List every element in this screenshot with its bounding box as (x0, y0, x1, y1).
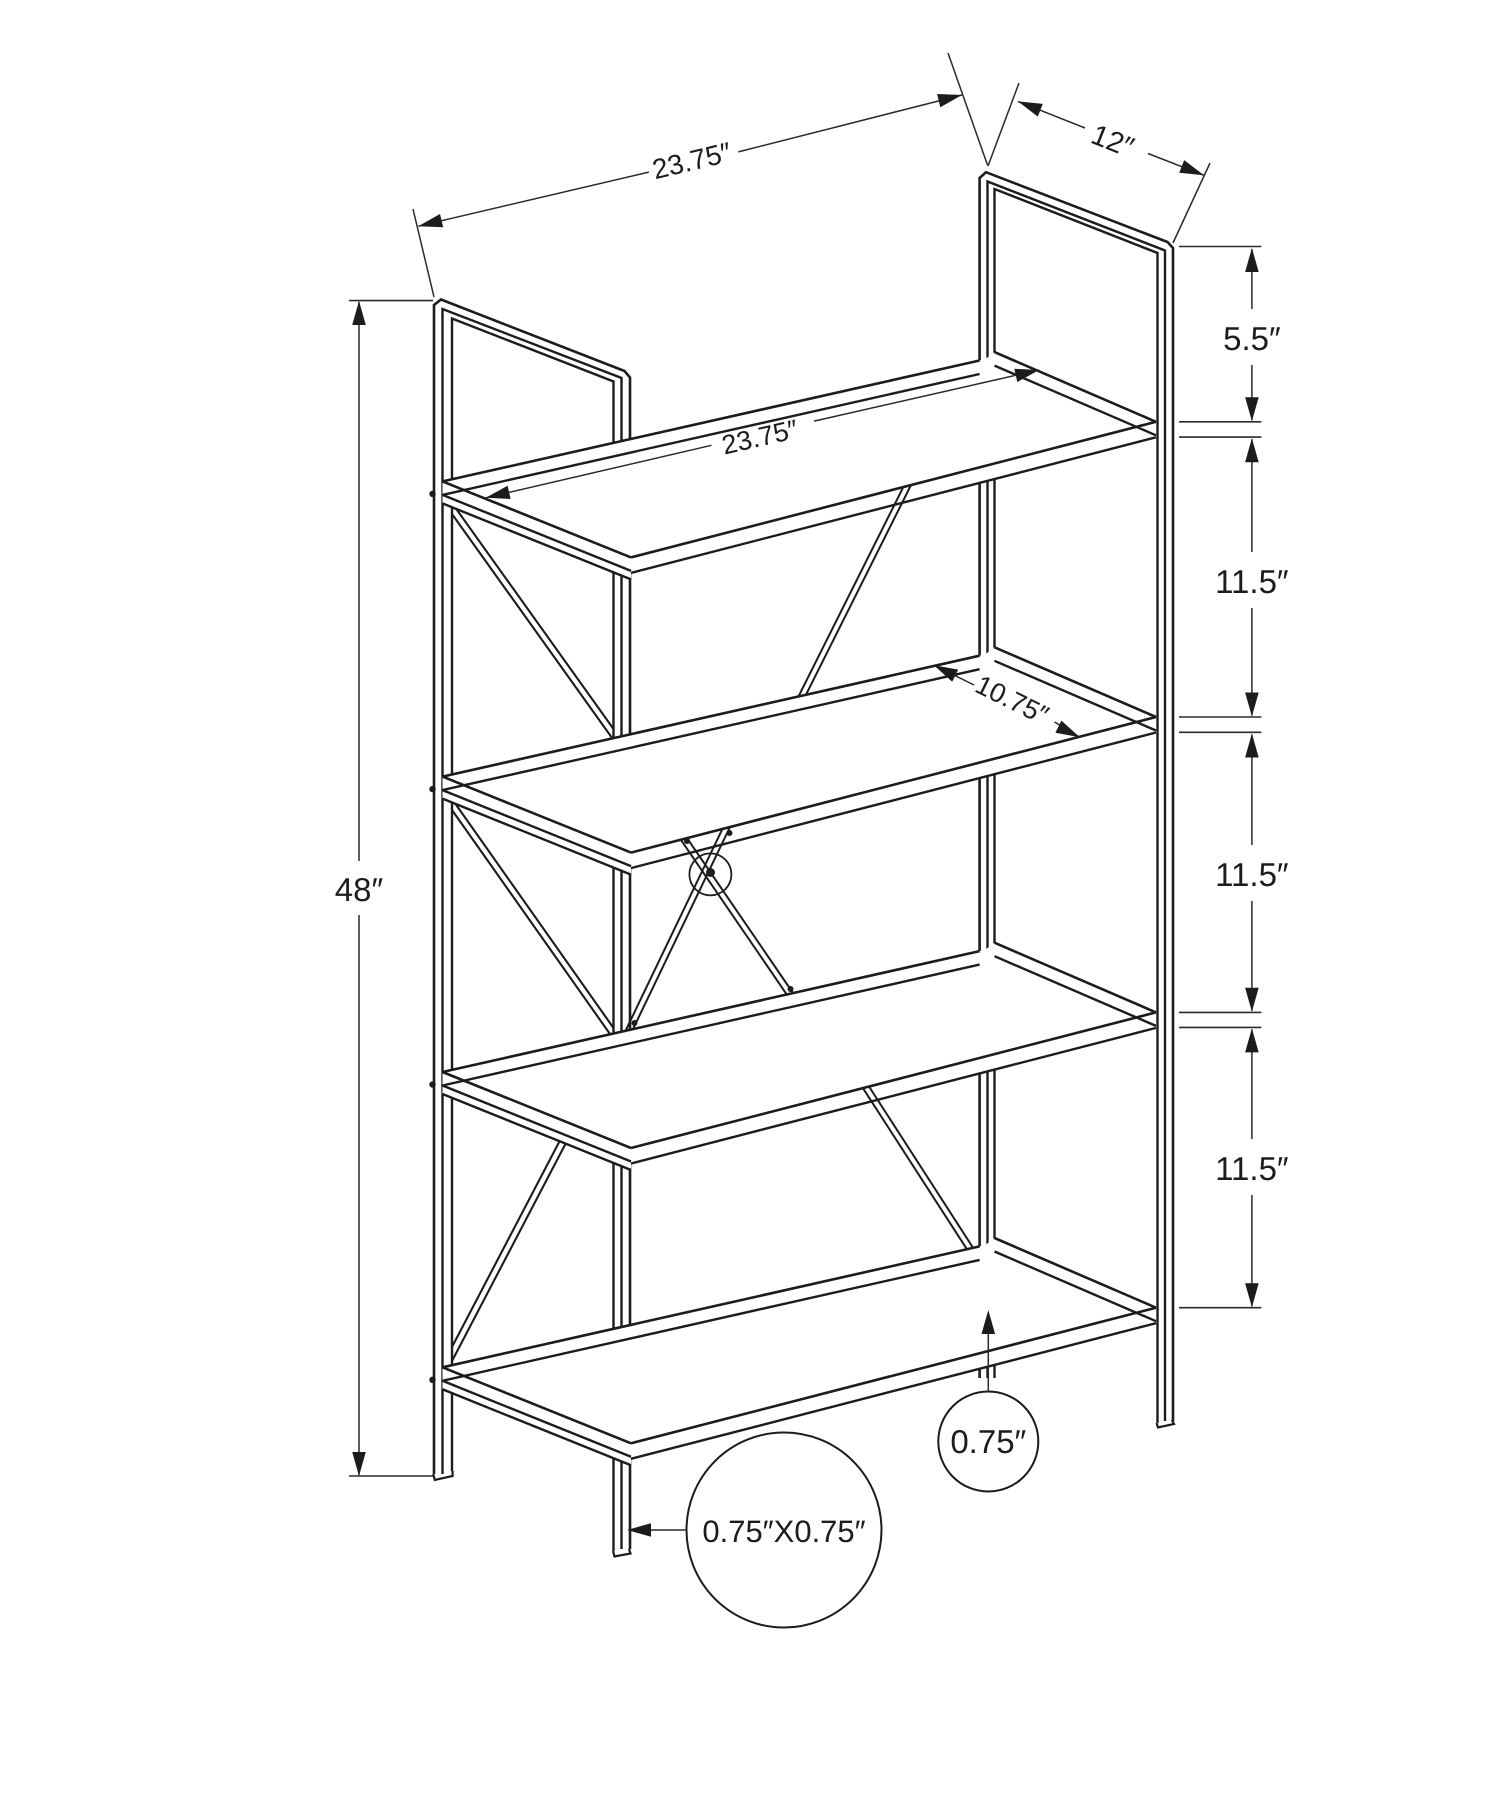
svg-text:48″: 48″ (335, 871, 384, 908)
svg-text:5.5″: 5.5″ (1223, 320, 1281, 357)
svg-text:11.5″: 11.5″ (1215, 1150, 1289, 1187)
svg-text:11.5″: 11.5″ (1215, 856, 1289, 893)
svg-text:0.75″X0.75″: 0.75″X0.75″ (702, 1514, 865, 1549)
svg-text:0.75″: 0.75″ (950, 1423, 1026, 1460)
svg-text:11.5″: 11.5″ (1215, 563, 1289, 600)
